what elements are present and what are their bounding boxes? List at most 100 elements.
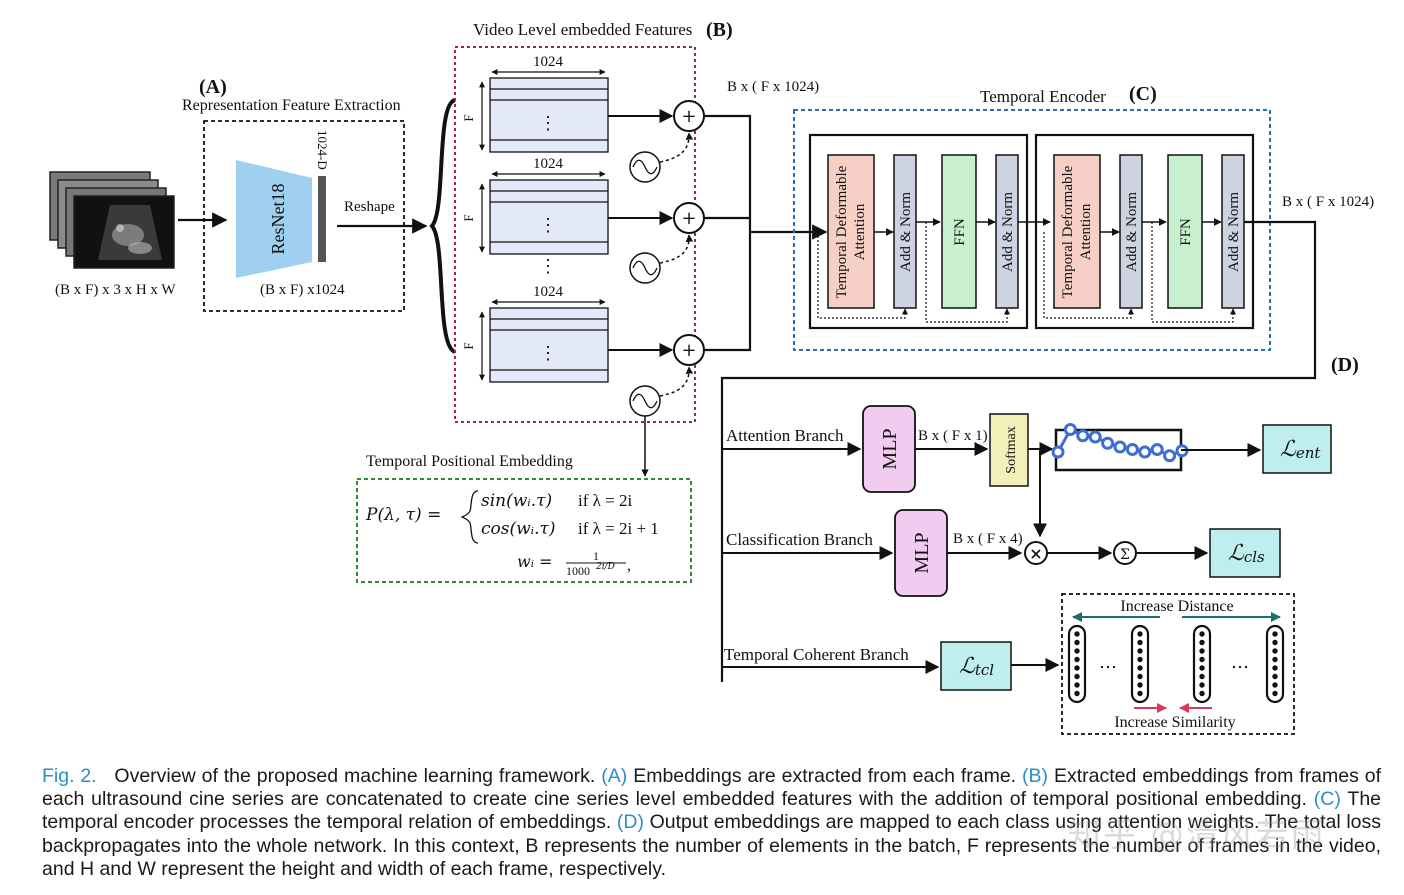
panel-d-letter: (D) — [1331, 354, 1359, 376]
resnet18-label: ResNet18 — [268, 184, 288, 255]
caption-text-5: Output embeddings are mapped to each cla… — [42, 811, 1381, 880]
attention-curve-point — [1163, 449, 1177, 463]
attention-curve-point — [1113, 440, 1127, 454]
embedding-capsule — [1192, 624, 1212, 704]
capsule-ellipsis-2: … — [1231, 652, 1249, 673]
block-1-height: F — [461, 114, 476, 121]
panel-c-frame — [793, 109, 1271, 351]
loss-cls-box — [1209, 528, 1281, 578]
attention-label-1: Temporal Deformable — [1060, 165, 1076, 298]
feature-vector-bar — [318, 176, 326, 262]
blocks-ellipsis: ⋮ — [539, 256, 557, 277]
block-2-dots: ⋮ — [539, 215, 557, 236]
caption-ref-c[interactable]: (C) — [1313, 788, 1341, 811]
add-node-3-symbol: + — [681, 340, 696, 361]
loss-ent-label: ℒent — [1280, 437, 1321, 462]
caption-text-4: The temporal encoder processes the tempo… — [42, 788, 1382, 834]
softmax-label: Softmax — [1004, 426, 1019, 473]
input-dims-label: (B x F) x 3 x H x W — [55, 282, 176, 298]
resnet18-block — [236, 160, 312, 278]
sum-symbol: Σ — [1120, 547, 1130, 563]
figure-caption: Fig. 2. Overview of the proposed machine… — [42, 765, 1381, 881]
ffn-label: FFN — [1178, 218, 1194, 246]
panel-a-letter: (A) — [199, 76, 227, 98]
caption-ref-b[interactable]: (B) — [1022, 765, 1049, 787]
panel-a-frame — [203, 120, 405, 312]
positional-embedding-box: Temporal Positional Embedding P(λ, τ) = … — [356, 453, 692, 583]
resnet-output-dims: (B x F) x1024 — [260, 282, 345, 298]
caption-ref-a[interactable]: (A) — [601, 765, 628, 787]
loss-cls-label: ℒcls — [1228, 541, 1265, 566]
class-dims-label: B x ( F x 4) — [953, 531, 1023, 547]
add-norm-block — [893, 154, 917, 309]
feature-dim-label: 1024-D — [315, 130, 330, 170]
formula-case-2: cos(wᵢ.τ) — [481, 519, 556, 539]
add-norm-label: Add & Norm — [1000, 192, 1016, 272]
attention-curve-point — [1088, 430, 1102, 444]
caption-text-3: Extracted embeddings from frames of each… — [42, 765, 1382, 811]
attention-curve-point — [1138, 445, 1152, 459]
multiply-symbol: × — [1029, 544, 1042, 563]
split-brace — [429, 98, 457, 354]
attention-curve-point — [1063, 423, 1077, 436]
panel-c-output-dims: B x ( F x 1024) — [1282, 194, 1374, 210]
formula-case-1: sin(wᵢ.τ) — [481, 491, 552, 511]
embedding-block-1: 1024 F ⋮ + — [461, 54, 705, 183]
attention-label-2: Attention — [1078, 203, 1094, 260]
add-norm-block — [995, 154, 1019, 309]
add-norm-block — [1119, 154, 1143, 309]
attention-label-1: Temporal Deformable — [834, 165, 850, 298]
formula-w-num: 1 — [593, 549, 599, 563]
panel-c-title: Temporal Encoder — [980, 87, 1106, 106]
attention-label-2: Attention — [852, 203, 868, 260]
reshape-label: Reshape — [344, 199, 395, 215]
embedding-capsule — [1067, 624, 1087, 704]
positional-title: Temporal Positional Embedding — [366, 453, 573, 470]
attention-curve-point — [1076, 429, 1090, 443]
panel-c: Temporal Encoder (C) Temporal Deformable… — [720, 83, 1374, 682]
positional-frame — [356, 478, 692, 583]
block-3-width: 1024 — [533, 284, 564, 300]
add-node-1-symbol: + — [681, 106, 696, 127]
attention-curve-point — [1150, 443, 1164, 456]
attention-curve-point — [1051, 445, 1065, 459]
caption-text-2: Embeddings are extracted from each frame… — [633, 765, 1017, 787]
architecture-diagram: (B x F) x 3 x H x W (A) Representation F… — [49, 19, 1374, 735]
contrastive-frame — [1061, 593, 1295, 735]
temporal-branch-label: Temporal Coherent Branch — [724, 645, 909, 664]
capsule-ellipsis-1: … — [1099, 652, 1117, 673]
block-2-width: 1024 — [533, 156, 564, 172]
loss-ent-box — [1262, 424, 1332, 474]
formula-w-exp: 2i/D — [595, 562, 615, 572]
panel-b-letter: (B) — [706, 19, 733, 41]
panel-a-title: Representation Feature Extraction — [182, 97, 401, 114]
input-frames-stack — [49, 171, 175, 269]
temporal-deformable-attention-block — [827, 154, 875, 309]
formula-w-tail: , — [627, 557, 631, 574]
classification-mlp-label: MLP — [911, 532, 933, 573]
add-norm-label: Add & Norm — [1124, 192, 1140, 272]
block-3-dots: ⋮ — [539, 343, 557, 364]
formula-cond-2: if λ = 2i + 1 — [578, 519, 659, 538]
panel-b-frame — [454, 46, 696, 423]
increase-similarity-label: Increase Similarity — [1114, 714, 1235, 731]
ffn-block — [941, 154, 977, 309]
block-1-width: 1024 — [533, 54, 564, 70]
block-2-height: F — [461, 214, 476, 221]
add-norm-label: Add & Norm — [898, 192, 914, 272]
embedding-capsule — [1130, 624, 1150, 704]
ffn-label: FFN — [952, 218, 968, 246]
block-3-height: F — [461, 342, 476, 349]
formula-cond-1: if λ = 2i — [578, 491, 632, 510]
attention-curve — [1051, 423, 1189, 463]
attention-mlp-label: MLP — [879, 428, 901, 469]
caption-ref-d[interactable]: (D) — [616, 811, 644, 834]
embedding-capsule — [1265, 624, 1285, 704]
loss-tcl-box — [940, 641, 1012, 691]
formula-lhs: P(λ, τ) = — [365, 505, 441, 525]
embedding-block-2: 1024 F ⋮ + — [461, 156, 705, 284]
formula-w-den: 1000 — [566, 564, 590, 578]
caption-text-1: Overview of the proposed machine learnin… — [114, 765, 596, 787]
caption-label: Fig. 2. — [42, 765, 97, 787]
panel-c-letter: (C) — [1129, 83, 1157, 105]
